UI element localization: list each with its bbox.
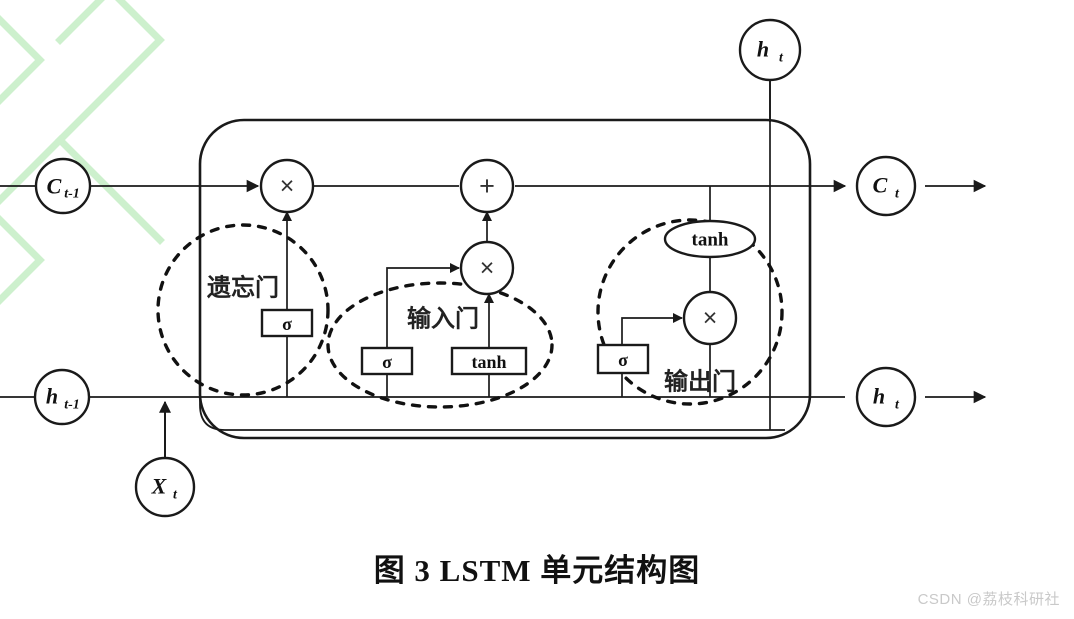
hidden-state-top-subscript: t: [779, 51, 784, 66]
input-gate-label: 输入门: [407, 305, 479, 333]
input-gate-branches: [386, 210, 495, 397]
tanh-input-box: tanh: [450, 346, 528, 376]
output-gate-label: 输出门: [664, 368, 736, 396]
tanh-output-ellipse: tanh: [663, 219, 757, 259]
input-x-subscript: t: [173, 488, 178, 503]
tanh-input-label: tanh: [471, 352, 506, 372]
sigma-forget-label: σ: [282, 314, 292, 334]
input-multiply-label: ×: [480, 254, 495, 282]
forget-multiply-operator: ×: [259, 158, 315, 214]
csdn-watermark: CSDN @荔枝科研社: [917, 591, 1060, 608]
forget-multiply-label: ×: [280, 172, 295, 200]
hidden-state-output-base: h: [873, 384, 885, 409]
sigma-input-label: σ: [382, 352, 392, 372]
output-gate-outline: [596, 218, 784, 406]
output-gate-branches: [621, 80, 771, 430]
forget-gate-outline: [156, 223, 330, 397]
figure-caption: 图 3 LSTM 单元结构图: [373, 553, 701, 588]
hidden-state-top-base: h: [757, 37, 769, 62]
hidden-state-input-base: h: [46, 384, 58, 409]
output-multiply-label: ×: [703, 304, 718, 332]
node-input-x: X t: [134, 456, 196, 518]
node-cell-state-output: C t: [855, 155, 917, 217]
sigma-output-label: σ: [618, 350, 628, 370]
corner-watermark-pattern: [0, 0, 165, 305]
output-multiply-operator: ×: [682, 290, 738, 346]
gate-group-outlines: [156, 218, 784, 409]
sigma-output-box: σ: [596, 343, 650, 375]
hidden-state-input-subscript: t-1: [64, 398, 80, 413]
cell-state-input-base: C: [47, 174, 62, 199]
sigma-input-box: σ: [360, 346, 414, 376]
input-multiply-operator: ×: [459, 240, 515, 296]
hidden-state-output-subscript: t: [895, 398, 900, 413]
cell-state-output-subscript: t: [895, 187, 900, 202]
lstm-cell-boundary: [198, 118, 812, 440]
cell-state-output-base: C: [873, 173, 888, 198]
tanh-output-label: tanh: [692, 230, 729, 251]
sigma-forget-box: σ: [260, 308, 314, 338]
cell-add-operator: +: [459, 158, 515, 214]
node-hidden-state-input: h t-1: [33, 368, 91, 426]
cell-state-input-subscript: t-1: [64, 187, 80, 202]
forget-gate-label: 遗忘门: [206, 274, 279, 302]
node-cell-state-input: C t-1: [34, 157, 92, 215]
node-hidden-state-top-output: h t: [738, 18, 802, 82]
input-gate-outline: [326, 281, 554, 409]
input-x-base: X: [151, 474, 168, 499]
cell-add-label: +: [479, 171, 495, 201]
node-hidden-state-output: h t: [855, 366, 917, 428]
input-bus-line: [199, 397, 785, 431]
